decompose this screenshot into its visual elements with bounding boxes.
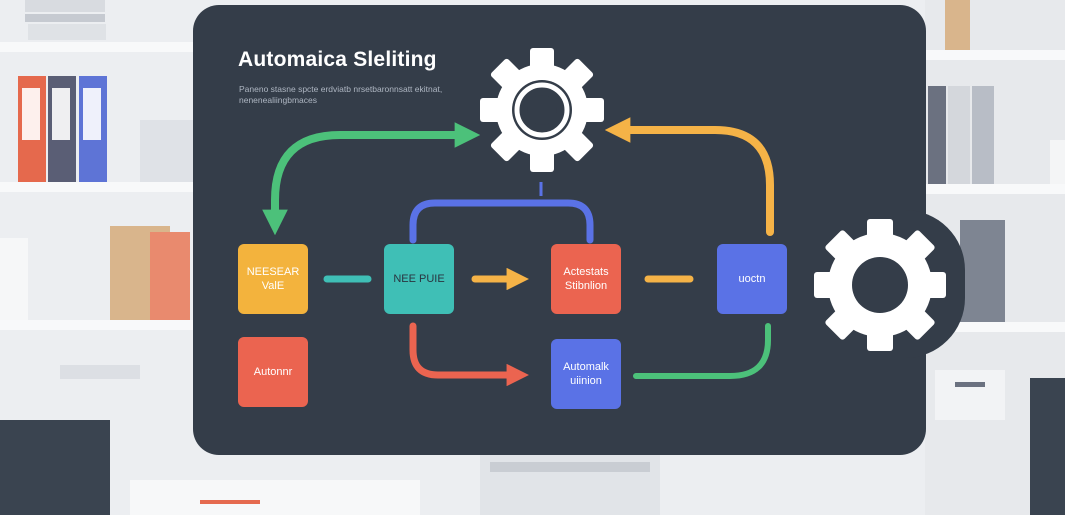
diagram-title: Automaica Sleliting: [238, 48, 437, 71]
node-label: NEESEAR ValE: [246, 266, 300, 292]
node-automalk-uiinion: Automalk uiinion: [551, 339, 621, 409]
node-autonnr: Autonnr: [238, 337, 308, 407]
diagram-subtitle: Paneno stasne spcte erdviatb nrsetbaronn…: [239, 84, 443, 105]
node-uoctn: uoctn: [717, 244, 787, 314]
node-label: Automalk uiinion: [563, 361, 609, 387]
gear-icon: [480, 48, 604, 172]
node-actestats-stibnlion: Actestats Stibnlion: [551, 244, 621, 314]
node-label: uoctn: [738, 273, 766, 285]
node-label: Autonnr: [253, 366, 293, 378]
red-arrow: [409, 322, 529, 387]
green-connector: [633, 323, 771, 379]
blue-bracket: [409, 199, 594, 244]
node-label: NEE PUIE: [393, 273, 445, 285]
orange-loop-arrow: [604, 117, 774, 236]
green-loop-arrow: [262, 122, 481, 236]
node-needs-pipe: NEE PUIE: [384, 244, 454, 314]
node-label: Actestats Stibnlion: [563, 266, 609, 292]
gear-icon: [814, 219, 946, 351]
node-needs-value: NEESEAR ValE: [238, 244, 308, 314]
